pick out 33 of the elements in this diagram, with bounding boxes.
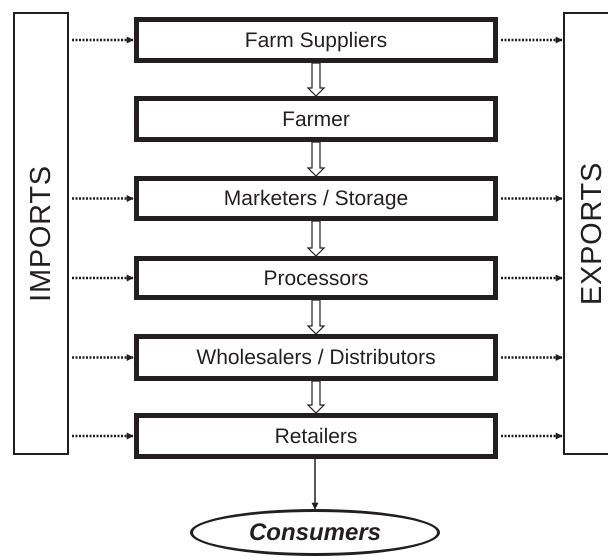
arrow bbox=[72, 354, 134, 361]
arrow bbox=[306, 380, 326, 414]
node-label: Processors bbox=[263, 268, 369, 288]
arrow bbox=[501, 274, 563, 282]
arrow bbox=[306, 299, 326, 335]
arrow bbox=[72, 195, 134, 202]
arrow bbox=[501, 354, 563, 361]
node-label: Retailers bbox=[274, 426, 358, 446]
process-box bbox=[134, 413, 498, 459]
process-box bbox=[134, 176, 498, 221]
arrow bbox=[72, 432, 134, 440]
arrow bbox=[72, 274, 134, 282]
arrow bbox=[72, 36, 134, 44]
side-panel bbox=[563, 12, 608, 455]
process-box bbox=[134, 334, 498, 381]
arrow bbox=[306, 220, 326, 257]
arrow bbox=[306, 141, 326, 177]
arrow bbox=[306, 62, 326, 97]
panel-label: IMPORTS bbox=[26, 165, 56, 302]
arrow bbox=[501, 195, 563, 202]
process-box bbox=[134, 17, 498, 63]
node-label: Wholesalers / Distributors bbox=[196, 347, 436, 368]
arrow bbox=[312, 459, 318, 510]
arrow bbox=[501, 36, 563, 44]
node-label: Farmer bbox=[282, 108, 350, 130]
side-panel bbox=[13, 12, 69, 455]
node-label: Farm Suppliers bbox=[244, 30, 388, 50]
process-box bbox=[134, 256, 498, 300]
arrow bbox=[501, 432, 563, 440]
process-box bbox=[134, 96, 498, 142]
node-label: Consumers bbox=[248, 520, 382, 544]
node-label: Marketers / Storage bbox=[224, 188, 408, 209]
panel-label: EXPORTS bbox=[578, 162, 608, 306]
